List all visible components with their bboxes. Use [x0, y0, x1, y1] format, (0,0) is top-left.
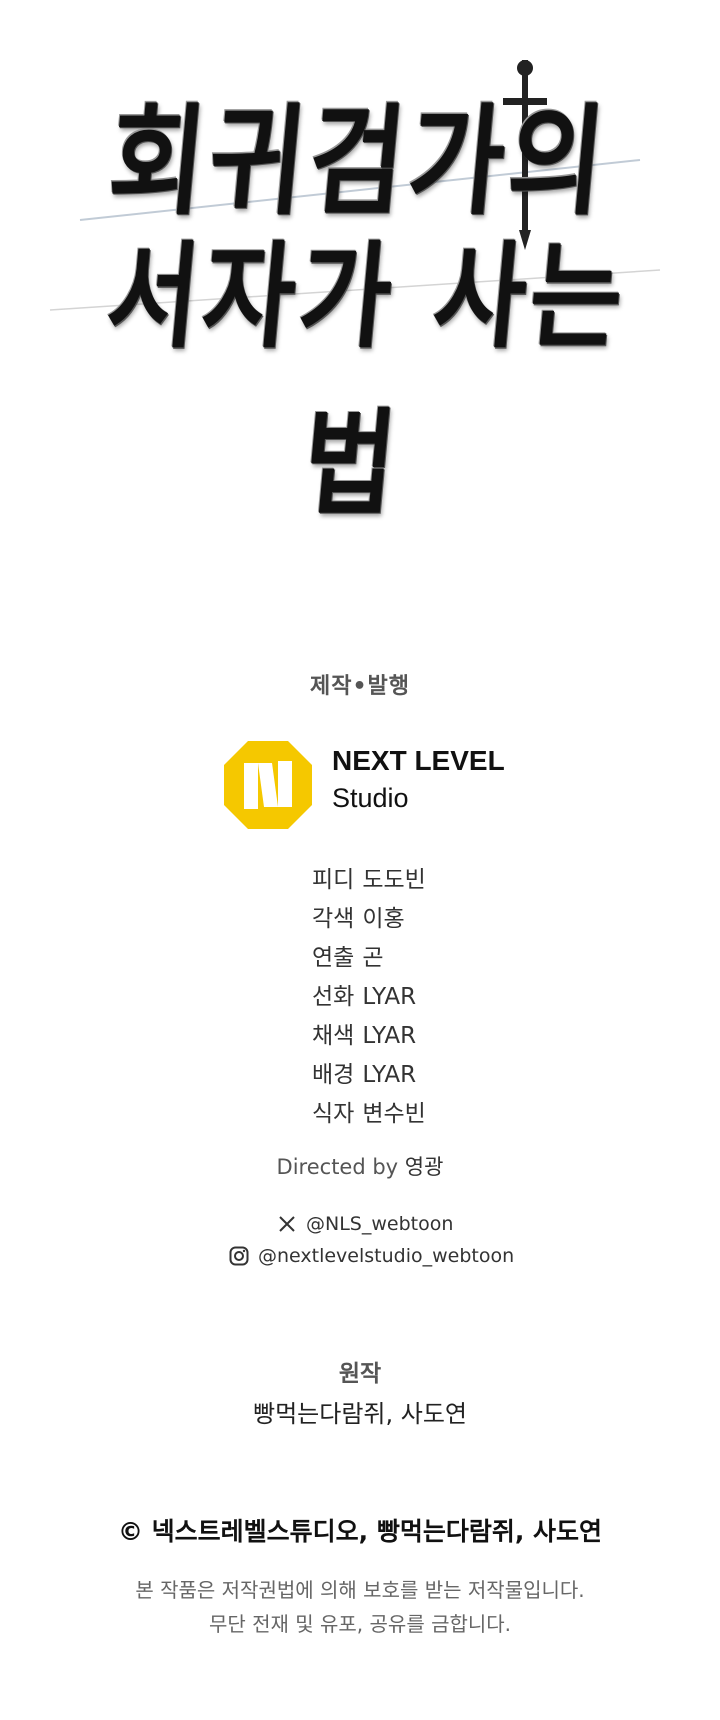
staff-row: 연출 곤 — [312, 938, 426, 977]
director-name: 영광 — [404, 1155, 444, 1179]
notice-line-2: 무단 전재 및 유포, 공유를 금합니다. — [208, 1612, 512, 1636]
x-link[interactable]: @NLS_webtoon — [276, 1208, 514, 1240]
staff-role: 채색 — [312, 1023, 355, 1049]
staff-row: 피디 도도빈 — [312, 860, 426, 899]
instagram-link[interactable]: @nextlevelstudio_webtoon — [228, 1240, 514, 1272]
staff-name: LYAR — [362, 984, 417, 1010]
title-decoration — [49, 60, 661, 311]
staff-name: 도도빈 — [362, 867, 426, 893]
next-level-logo-icon — [224, 741, 312, 829]
staff-row: 각색 이홍 — [312, 899, 426, 938]
staff-name: LYAR — [362, 1062, 417, 1088]
social-links: @NLS_webtoon @nextlevelstudio_webtoon — [228, 1208, 514, 1272]
studio-name: NEXT LEVEL — [332, 745, 505, 776]
staff-name: 곤 — [362, 945, 384, 971]
sword-icon — [503, 60, 547, 250]
original-authors: 빵먹는다람쥐, 사도연 — [253, 1400, 467, 1428]
notice-line-1: 본 작품은 저작권법에 의해 보호를 받는 저작물입니다. — [135, 1578, 585, 1602]
staff-role: 배경 — [312, 1062, 355, 1088]
staff-row: 선화 LYAR — [312, 977, 426, 1016]
staff-role: 식자 — [312, 1101, 355, 1127]
x-icon — [276, 1213, 298, 1235]
staff-credits: 피디 도도빈 각색 이홍 연출 곤 선화 LYAR 채색 LYAR 배경 LYAR 식자 변수… — [312, 860, 426, 1133]
staff-row: 채색 LYAR — [312, 1016, 426, 1055]
staff-role: 연출 — [312, 945, 355, 971]
instagram-icon — [228, 1245, 250, 1267]
series-title-logo: 회귀검가의 서자가 사는 법 — [40, 40, 680, 531]
copyright-line: © 넥스트레벨스튜디오, 빵먹는다람쥐, 사도연 — [117, 1517, 603, 1546]
studio-logo: NEXT LEVEL Studio — [220, 735, 520, 835]
staff-row: 식자 변수빈 — [312, 1094, 426, 1133]
staff-name: 변수빈 — [362, 1101, 426, 1127]
directed-label: Directed by — [276, 1155, 399, 1179]
staff-role: 선화 — [312, 984, 355, 1010]
staff-name: 이홍 — [362, 906, 405, 932]
instagram-handle: @nextlevelstudio_webtoon — [258, 1245, 515, 1267]
title-line-2: 서자가 사는 법 — [101, 228, 633, 531]
staff-name: LYAR — [362, 1023, 417, 1049]
staff-role: 피디 — [312, 867, 355, 893]
directed-by: Directed by 영광 — [0, 1151, 720, 1181]
staff-role: 각색 — [312, 906, 355, 932]
x-handle: @NLS_webtoon — [306, 1213, 454, 1235]
production-label: 제작•발행 — [309, 674, 411, 699]
original-label: 원작 — [338, 1361, 382, 1387]
staff-row: 배경 LYAR — [312, 1055, 426, 1094]
studio-subtitle: Studio — [332, 783, 409, 813]
